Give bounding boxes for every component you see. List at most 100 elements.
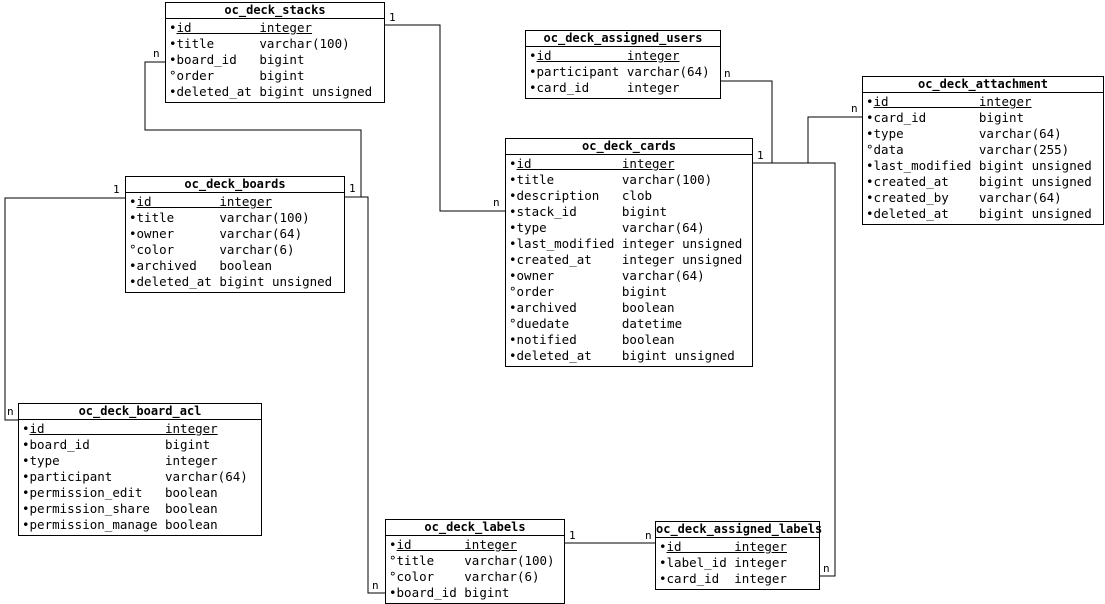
- field-text: notified boolean: [516, 332, 675, 347]
- notnull-bullet-icon: •: [509, 268, 517, 283]
- field-row-id: •id integer: [509, 156, 749, 172]
- notnull-bullet-icon: •: [22, 469, 30, 484]
- nullable-circle-icon: °: [509, 284, 517, 299]
- cardinality-label: n: [493, 196, 500, 209]
- entity-title: oc_deck_boards: [126, 177, 344, 193]
- field-row-archived: •archived boolean: [129, 258, 341, 274]
- field-text: title varchar(100): [176, 36, 350, 51]
- notnull-bullet-icon: •: [509, 156, 517, 171]
- field-text: label_id integer: [666, 555, 787, 570]
- notnull-bullet-icon: •: [866, 110, 874, 125]
- entity-oc_deck_cards[interactable]: oc_deck_cards •id integer•title varchar(…: [505, 138, 753, 367]
- cardinality-label: n: [724, 67, 731, 80]
- nullable-circle-icon: °: [509, 316, 517, 331]
- field-text: id integer: [176, 20, 312, 35]
- entity-oc_deck_attachment[interactable]: oc_deck_attachment •id integer•card_id b…: [862, 76, 1104, 225]
- entity-oc_deck_boards[interactable]: oc_deck_boards •id integer•title varchar…: [125, 176, 345, 293]
- field-text: id integer: [666, 539, 787, 554]
- notnull-bullet-icon: •: [659, 571, 667, 586]
- field-row-owner: •owner varchar(64): [129, 226, 341, 242]
- field-text: card_id bigint: [873, 110, 1025, 125]
- field-row-title: •title varchar(100): [129, 210, 341, 226]
- entity-oc_deck_labels[interactable]: oc_deck_labels •id integer°title varchar…: [385, 519, 565, 604]
- field-row-type: •type varchar(64): [866, 126, 1100, 142]
- entity-oc_deck_board_acl[interactable]: oc_deck_board_acl •id integer•board_id b…: [18, 403, 262, 536]
- entity-oc_deck_assigned_users[interactable]: oc_deck_assigned_users •id integer•parti…: [525, 30, 721, 99]
- notnull-bullet-icon: •: [529, 64, 537, 79]
- entity-field-list: •id integer•title varchar(100)•board_id …: [166, 19, 384, 102]
- notnull-bullet-icon: •: [509, 252, 517, 267]
- entity-field-list: •id integer•title varchar(100)•owner var…: [126, 193, 344, 292]
- field-text: type varchar(64): [516, 220, 705, 235]
- field-row-id: •id integer: [659, 539, 816, 555]
- field-row-deleted_at: •deleted_at bigint unsigned: [129, 274, 341, 290]
- cardinality-label: n: [645, 529, 652, 542]
- field-text: id integer: [516, 156, 675, 171]
- notnull-bullet-icon: •: [22, 421, 30, 436]
- field-text: order bigint: [516, 284, 668, 299]
- field-text: card_id integer: [536, 80, 680, 95]
- field-row-last_modified: •last_modified bigint unsigned: [866, 158, 1100, 174]
- notnull-bullet-icon: •: [509, 300, 517, 315]
- field-row-archived: •archived boolean: [509, 300, 749, 316]
- notnull-bullet-icon: •: [129, 194, 137, 209]
- entity-field-list: •id integer°title varchar(100)°color var…: [386, 536, 564, 603]
- notnull-bullet-icon: •: [509, 220, 517, 235]
- notnull-bullet-icon: •: [509, 204, 517, 219]
- field-row-label_id: •label_id integer: [659, 555, 816, 571]
- entity-title: oc_deck_attachment: [863, 77, 1103, 93]
- field-text: participant varchar(64): [536, 64, 710, 79]
- field-text: title varchar(100): [396, 553, 555, 568]
- field-text: id integer: [136, 194, 272, 209]
- field-text: order bigint: [176, 68, 305, 83]
- notnull-bullet-icon: •: [509, 172, 517, 187]
- field-text: created_at integer unsigned: [516, 252, 743, 267]
- field-text: title varchar(100): [136, 210, 310, 225]
- notnull-bullet-icon: •: [866, 158, 874, 173]
- field-row-id: •id integer: [389, 537, 561, 553]
- field-row-card_id: •card_id integer: [659, 571, 816, 587]
- relationship-line-oc_deck_cards-oc_deck_attachment: [753, 116, 862, 164]
- field-text: description clob: [516, 188, 652, 203]
- field-row-board_id: •board_id bigint: [22, 437, 258, 453]
- field-text: type varchar(64): [873, 126, 1062, 141]
- notnull-bullet-icon: •: [22, 437, 30, 452]
- cardinality-label: n: [851, 102, 858, 115]
- field-text: owner varchar(64): [516, 268, 705, 283]
- field-row-id: •id integer: [866, 94, 1100, 110]
- field-text: id integer: [29, 421, 218, 436]
- field-row-deleted_at: •deleted_at bigint unsigned: [509, 348, 749, 364]
- field-text: color varchar(6): [396, 569, 540, 584]
- notnull-bullet-icon: •: [22, 501, 30, 516]
- nullable-circle-icon: °: [866, 142, 874, 157]
- notnull-bullet-icon: •: [22, 453, 30, 468]
- field-row-type: •type integer: [22, 453, 258, 469]
- field-text: card_id integer: [666, 571, 787, 586]
- field-text: archived boolean: [136, 258, 272, 273]
- field-row-color: °color varchar(6): [129, 242, 341, 258]
- entity-title: oc_deck_cards: [506, 139, 752, 155]
- field-row-owner: •owner varchar(64): [509, 268, 749, 284]
- notnull-bullet-icon: •: [866, 94, 874, 109]
- nullable-circle-icon: °: [389, 553, 397, 568]
- relationship-line-oc_deck_cards-oc_deck_assigned_labels: [753, 162, 836, 577]
- cardinality-label: 1: [113, 183, 120, 196]
- field-text: id integer: [536, 48, 680, 63]
- entity-oc_deck_stacks[interactable]: oc_deck_stacks •id integer•title varchar…: [165, 2, 385, 103]
- field-row-notified: •notified boolean: [509, 332, 749, 348]
- notnull-bullet-icon: •: [659, 539, 667, 554]
- field-row-last_modified: •last_modified integer unsigned: [509, 236, 749, 252]
- notnull-bullet-icon: •: [866, 190, 874, 205]
- entity-oc_deck_assigned_labels[interactable]: oc_deck_assigned_labels •id integer•labe…: [655, 521, 822, 590]
- notnull-bullet-icon: •: [169, 36, 177, 51]
- field-row-type: •type varchar(64): [509, 220, 749, 236]
- notnull-bullet-icon: •: [129, 226, 137, 241]
- nullable-circle-icon: °: [129, 242, 137, 257]
- field-row-title: •title varchar(100): [509, 172, 749, 188]
- nullable-circle-icon: °: [389, 569, 397, 584]
- relationship-line-oc_deck_boards-oc_deck_labels: [345, 196, 385, 594]
- field-row-created_at: •created_at integer unsigned: [509, 252, 749, 268]
- field-text: type integer: [29, 453, 218, 468]
